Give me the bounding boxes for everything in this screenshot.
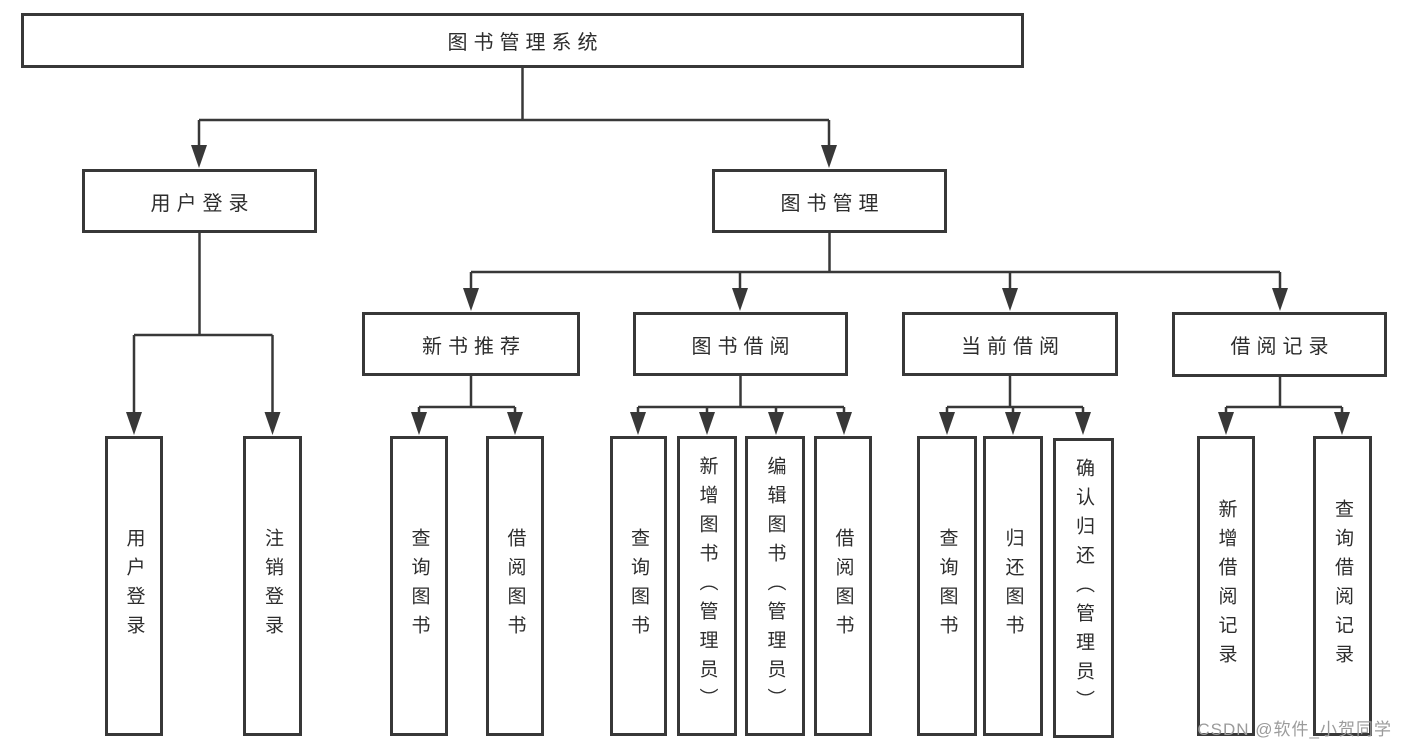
arrowhead xyxy=(126,412,142,435)
node-label: 新书推荐 xyxy=(422,335,526,358)
arrowhead xyxy=(1334,412,1350,435)
connector-current-to-leaves xyxy=(939,375,1091,435)
arrowhead xyxy=(630,412,646,435)
arrowhead xyxy=(732,288,748,311)
node-add-borrow-record: 新增借阅记录 xyxy=(1197,436,1255,736)
node-label: 图书管理系统 xyxy=(447,32,604,54)
arrowhead xyxy=(1002,288,1018,311)
node-book-management-branch: 图书管理 xyxy=(712,169,947,233)
node-new-book-recommendation: 新书推荐 xyxy=(362,312,580,376)
node-label: 新增图书（管理员） xyxy=(696,455,718,717)
node-user-login: 用户登录 xyxy=(105,436,163,736)
node-return-book: 归还图书 xyxy=(983,436,1043,736)
connector-root-to-branches xyxy=(191,68,837,168)
arrowhead xyxy=(1272,288,1288,311)
node-label: 图书借阅 xyxy=(691,335,796,358)
node-borrow-books-newbooks: 借阅图书 xyxy=(486,436,544,736)
arrowhead xyxy=(699,412,715,435)
arrowhead xyxy=(411,412,427,435)
arrowhead xyxy=(939,412,955,435)
node-label: 查询图书 xyxy=(628,528,649,644)
arrowhead xyxy=(463,288,479,311)
node-query-books-borrowing: 查询图书 xyxy=(610,436,667,736)
arrowhead xyxy=(768,412,784,435)
connector-new-books-to-leaves xyxy=(411,375,523,435)
node-label: 确认归还（管理员） xyxy=(1073,457,1094,719)
node-label: 编辑图书（管理员） xyxy=(764,455,786,717)
arrowhead xyxy=(191,145,207,168)
arrowhead xyxy=(1005,412,1021,435)
node-edit-book-admin: 编辑图书（管理员） xyxy=(745,436,805,736)
node-current-borrowing: 当前借阅 xyxy=(902,312,1118,376)
arrowhead xyxy=(821,145,837,168)
node-label: 归还图书 xyxy=(1002,528,1024,644)
node-label: 新增借阅记录 xyxy=(1215,499,1237,673)
connector-borrowing-to-leaves xyxy=(630,375,852,435)
node-label: 图书管理 xyxy=(780,192,885,215)
node-query-books-current: 查询图书 xyxy=(917,436,977,736)
node-book-borrowing: 图书借阅 xyxy=(633,312,848,376)
node-label: 查询借阅记录 xyxy=(1332,499,1353,673)
node-label: 用户登录 xyxy=(123,528,145,644)
node-query-books-newbooks: 查询图书 xyxy=(390,436,448,736)
node-label: 借阅图书 xyxy=(504,528,526,644)
arrowhead xyxy=(836,412,852,435)
arrowhead xyxy=(1075,412,1091,435)
watermark: CSDN @软件_小贺同学 xyxy=(1197,720,1392,739)
connector-user-login-to-leaves xyxy=(126,233,281,435)
arrowhead xyxy=(507,412,523,435)
arrowhead xyxy=(264,412,281,435)
node-user-login-branch: 用户登录 xyxy=(82,169,317,233)
node-label: 借阅记录 xyxy=(1230,336,1335,358)
node-label: 查询图书 xyxy=(936,528,958,644)
node-label: 用户登录 xyxy=(150,192,255,215)
node-add-book-admin: 新增图书（管理员） xyxy=(677,436,737,736)
node-query-borrow-record: 查询借阅记录 xyxy=(1313,436,1372,736)
node-label: 注销登录 xyxy=(262,528,283,644)
node-label: 借阅图书 xyxy=(832,528,854,644)
node-label: 当前借阅 xyxy=(961,335,1065,358)
node-borrowing-records: 借阅记录 xyxy=(1172,312,1387,377)
connector-book-management-to-sections xyxy=(463,233,1288,311)
node-library-system-root: 图书管理系统 xyxy=(21,13,1024,68)
connector-records-to-leaves xyxy=(1218,377,1350,435)
node-logout: 注销登录 xyxy=(243,436,302,736)
node-borrow-books-borrowing: 借阅图书 xyxy=(814,436,872,736)
arrowhead xyxy=(1218,412,1234,435)
node-confirm-return-admin: 确认归还（管理员） xyxy=(1053,438,1114,738)
node-label: 查询图书 xyxy=(408,528,430,644)
